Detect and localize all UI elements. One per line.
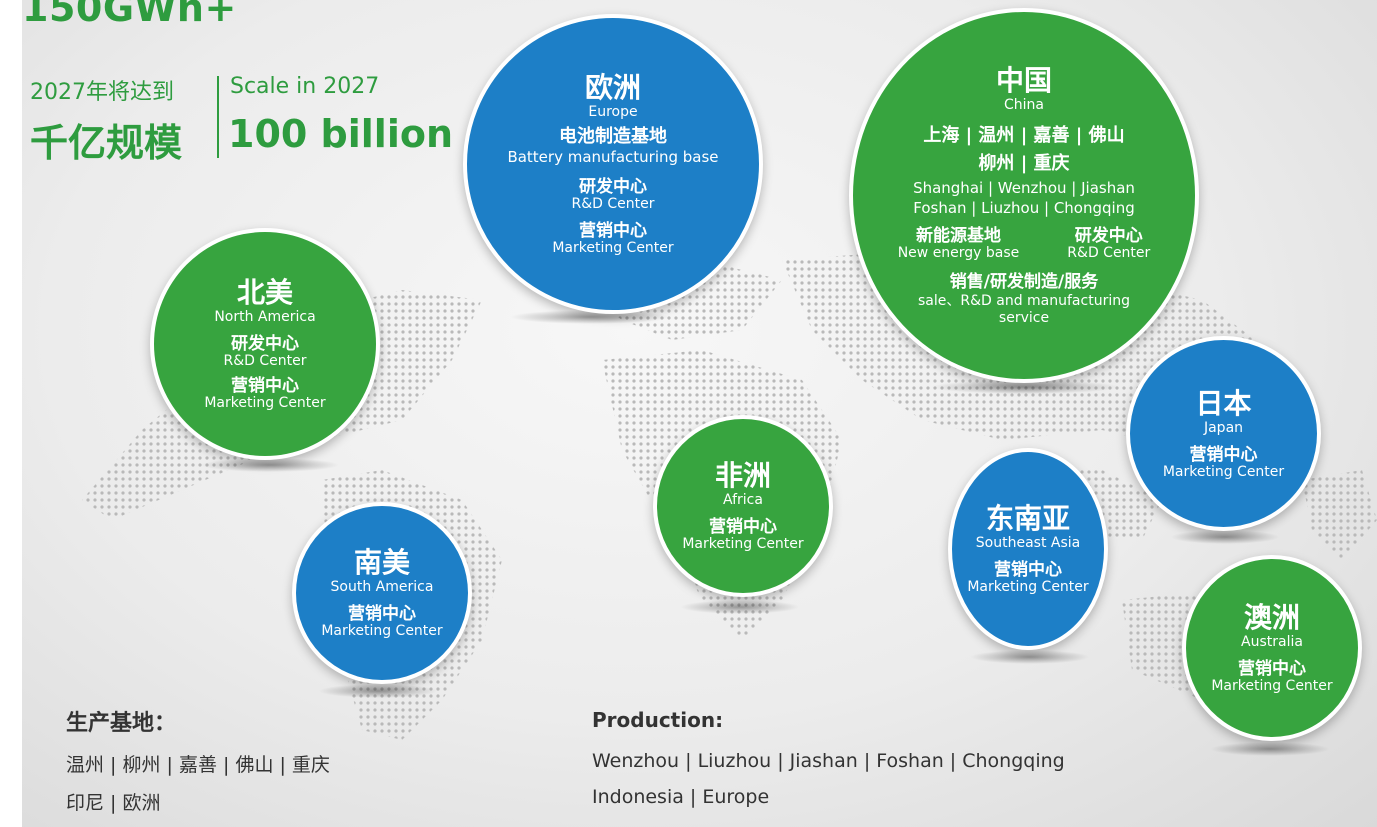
africa-line1-cn: 营销中心 [709, 517, 777, 537]
south-america-title-cn: 南美 [353, 546, 410, 579]
australia-line1-cn: 营销中心 [1238, 659, 1306, 679]
australia-title-en: Australia [1241, 634, 1303, 650]
north-america-line2-cn: 营销中心 [231, 376, 299, 396]
southeast-asia-shadow [970, 650, 1090, 664]
africa-line1-en: Marketing Center [682, 536, 804, 552]
southeast-asia-title-cn: 东南亚 [985, 502, 1070, 535]
africa-shadow [680, 600, 800, 614]
china-cities-en-2: Foshan | Liuzhou | Chongqing [913, 199, 1135, 217]
europe-shadow [510, 310, 670, 324]
region-bubble-north-america: 北美 North America 研发中心 R&D Center 营销中心 Ma… [150, 228, 380, 460]
southeast-asia-line1-en: Marketing Center [967, 579, 1089, 595]
north-america-title-en: North America [214, 309, 316, 325]
region-bubble-japan: 日本 Japan 营销中心 Marketing Center [1126, 336, 1321, 531]
production-title-en: Production: [592, 708, 724, 732]
china-base-en: New energy base [897, 245, 1020, 261]
europe-line1-en: Battery manufacturing base [507, 148, 719, 166]
southeast-asia-line1-cn: 营销中心 [994, 560, 1062, 580]
southeast-asia-title-en: Southeast Asia [975, 535, 1081, 551]
scale-value-cn: 千亿规模 [30, 121, 183, 165]
region-bubble-africa: 非洲 Africa 营销中心 Marketing Center [653, 415, 833, 597]
south-america-line1-en: Marketing Center [321, 623, 443, 639]
japan-shadow [1170, 530, 1280, 544]
africa-title-cn: 非洲 [714, 459, 771, 492]
europe-line1-cn: 电池制造基地 [559, 126, 667, 147]
china-cities-en-1: Shanghai | Wenzhou | Jiashan [913, 179, 1135, 197]
north-america-shadow [200, 458, 340, 472]
australia-shadow [1210, 742, 1330, 756]
region-bubble-south-america: 南美 South America 营销中心 Marketing Center [292, 502, 472, 684]
china-service-en-1: sale、R&D and manufacturing [918, 293, 1130, 309]
china-title-cn: 中国 [995, 64, 1052, 97]
china-service-en-2: service [998, 310, 1050, 326]
china-rd-cn: 研发中心 [1074, 226, 1143, 246]
japan-title-cn: 日本 [1195, 386, 1252, 420]
europe-title-cn: 欧洲 [584, 71, 641, 104]
headline-capacity: 150GWh+ [22, 0, 237, 30]
china-cities-cn-2: 柳州 | 重庆 [978, 153, 1070, 174]
china-title-en: China [1004, 97, 1044, 113]
china-rd-en: R&D Center [1067, 245, 1151, 261]
north-america-line1-en: R&D Center [223, 353, 307, 369]
production-title-cn: 生产基地： [66, 711, 177, 736]
china-service-cn: 销售/研发制造/服务 [949, 272, 1099, 292]
scale-label-cn: 2027年将达到 [30, 80, 174, 105]
africa-title-en: Africa [723, 492, 763, 508]
europe-line2-cn: 研发中心 [579, 177, 647, 197]
scale-divider [217, 76, 219, 158]
north-america-title-cn: 北美 [236, 276, 293, 309]
china-shadow [930, 380, 1120, 394]
japan-title-en: Japan [1203, 419, 1244, 436]
north-america-line2-en: Marketing Center [204, 395, 326, 411]
europe-line2-en: R&D Center [571, 196, 655, 212]
region-bubble-southeast-asia: 东南亚 Southeast Asia 营销中心 Marketing Center [948, 448, 1108, 650]
north-america-line1-cn: 研发中心 [231, 334, 299, 354]
region-bubble-china: 中国 China 上海 | 温州 | 嘉善 | 佛山 柳州 | 重庆 Shang… [849, 8, 1199, 383]
china-base-row: 新能源基地 New energy base 研发中心 R&D Center [898, 223, 1151, 261]
south-america-title-en: South America [330, 579, 434, 595]
japan-line1-cn: 营销中心 [1189, 444, 1258, 465]
japan-line1-en: Marketing Center [1162, 463, 1285, 480]
australia-title-cn: 澳洲 [1243, 601, 1300, 634]
scale-label-en: Scale in 2027 [230, 74, 380, 99]
china-cities-cn-1: 上海 | 温州 | 嘉善 | 佛山 [923, 125, 1125, 146]
production-en-line2: Indonesia | Europe [592, 786, 770, 808]
europe-line3-cn: 营销中心 [579, 221, 647, 241]
region-bubble-australia: 澳洲 Australia 营销中心 Marketing Center [1182, 555, 1362, 741]
europe-line3-en: Marketing Center [552, 240, 674, 256]
south-america-line1-cn: 营销中心 [348, 604, 416, 624]
europe-title-en: Europe [588, 104, 638, 120]
production-en-line1: Wenzhou | Liuzhou | Jiashan | Foshan | C… [592, 750, 1065, 772]
scale-value-en: 100 billion [228, 112, 454, 156]
region-bubble-europe: 欧洲 Europe 电池制造基地 Battery manufacturing b… [463, 14, 763, 314]
china-base-cn: 新能源基地 [916, 226, 1001, 246]
production-cn-line2: 印尼 | 欧洲 [66, 792, 161, 814]
australia-line1-en: Marketing Center [1211, 678, 1333, 694]
south-america-shadow [318, 684, 438, 698]
production-cn-line1: 温州 | 柳州 | 嘉善 | 佛山 | 重庆 [66, 754, 330, 776]
